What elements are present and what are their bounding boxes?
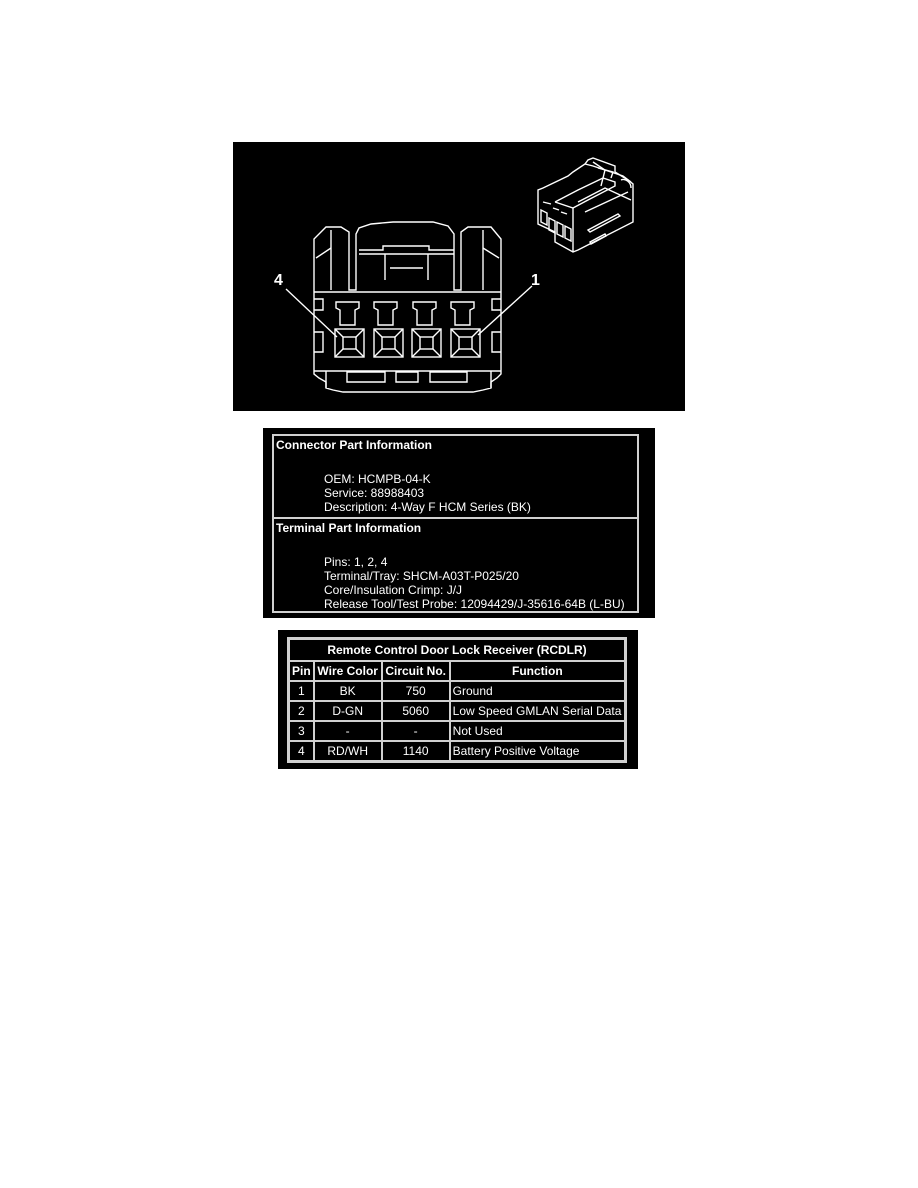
function-cell: Not Used [449, 721, 625, 741]
circuit-cell: 750 [381, 681, 450, 701]
pinout-table-title: Remote Control Door Lock Receiver (RCDLR… [289, 639, 625, 661]
connector-drawing [285, 157, 634, 393]
terminal-info-heading: Terminal Part Information [276, 521, 422, 535]
terminal-tray: Terminal/Tray: SHCM-A03T-P025/20 [324, 569, 519, 583]
wire-color-cell: D-GN [313, 701, 382, 721]
pin-cell: 2 [289, 701, 314, 721]
connector-service: Service: 88988403 [324, 486, 425, 500]
terminal-latches [335, 301, 475, 326]
terminal-pins: Pins: 1, 2, 4 [324, 555, 388, 569]
table-row: 3 - - Not Used [289, 721, 625, 741]
connector-description: Description: 4-Way F HCM Series (BK) [324, 500, 531, 514]
pin-cell: 1 [289, 681, 314, 701]
pinout-table: Remote Control Door Lock Receiver (RCDLR… [287, 637, 627, 763]
connector-diagram: 4 1 [233, 142, 685, 411]
table-row: 1 BK 750 Ground [289, 681, 625, 701]
callout-label-1: 1 [531, 272, 540, 289]
callout-leader-1 [477, 285, 533, 336]
pin-cell: 3 [289, 721, 314, 741]
table-row: 2 D-GN 5060 Low Speed GMLAN Serial Data [289, 701, 625, 721]
callout-leader-4 [285, 288, 338, 338]
isometric-connector-view [537, 157, 634, 253]
connector-info-heading: Connector Part Information [276, 438, 433, 452]
column-header-circuit: Circuit No. [381, 661, 450, 681]
pinout-table-panel: Remote Control Door Lock Receiver (RCDLR… [278, 630, 638, 769]
terminal-release-tool: Release Tool/Test Probe: 12094429/J-3561… [324, 597, 625, 611]
circuit-cell: - [381, 721, 450, 741]
function-cell: Battery Positive Voltage [449, 741, 625, 761]
function-cell: Low Speed GMLAN Serial Data [449, 701, 625, 721]
wire-color-cell: RD/WH [313, 741, 382, 761]
circuit-cell: 1140 [381, 741, 450, 761]
pin-cell: 4 [289, 741, 314, 761]
column-header-pin: Pin [289, 661, 314, 681]
circuit-cell: 5060 [381, 701, 450, 721]
terminal-crimp: Core/Insulation Crimp: J/J [324, 583, 463, 597]
callout-label-4: 4 [274, 272, 283, 289]
terminal-cavities [334, 328, 481, 358]
connector-end-view [285, 221, 533, 393]
wire-color-cell: BK [313, 681, 382, 701]
part-information-panel: Connector Part Information OEM: HCMPB-04… [263, 428, 655, 618]
table-row: 4 RD/WH 1140 Battery Positive Voltage [289, 741, 625, 761]
function-cell: Ground [449, 681, 625, 701]
connector-part-information: Connector Part Information OEM: HCMPB-04… [274, 436, 637, 519]
column-header-function: Function [449, 661, 625, 681]
column-header-wire-color: Wire Color [313, 661, 382, 681]
connector-oem: OEM: HCMPB-04-K [324, 472, 431, 486]
wire-color-cell: - [313, 721, 382, 741]
terminal-part-information: Terminal Part Information Pins: 1, 2, 4 … [274, 519, 637, 618]
